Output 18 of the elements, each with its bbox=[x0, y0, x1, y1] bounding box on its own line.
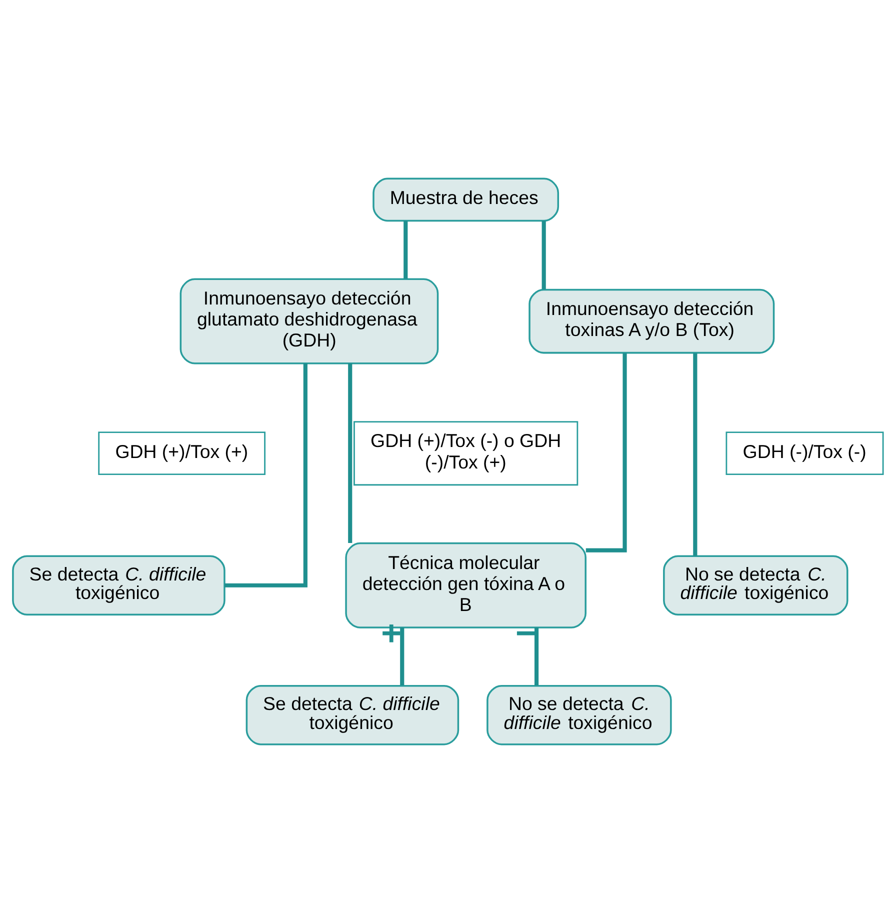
connector bbox=[400, 628, 404, 686]
connector bbox=[404, 220, 408, 279]
node-box: Se detecta C. difficile toxigénico bbox=[246, 685, 460, 746]
connector bbox=[534, 628, 539, 686]
node-box: Se detecta C. difficile toxigénico bbox=[12, 555, 226, 616]
node-box: No se detecta C. difficile toxigénico bbox=[486, 685, 672, 746]
node-box: Inmunoensayo detección glutamato deshidrogenasa (GDH) bbox=[180, 278, 439, 364]
node-box: Muestra de heces bbox=[372, 178, 560, 222]
connector bbox=[224, 363, 308, 588]
connector bbox=[348, 363, 352, 543]
connector bbox=[542, 220, 546, 290]
node-box: No se detecta C. difficile toxigénico bbox=[663, 555, 848, 616]
connector bbox=[693, 353, 698, 556]
node-box: GDH (+)/Tox (+) bbox=[98, 432, 266, 476]
connector bbox=[586, 353, 627, 552]
node-box: GDH (-)/Tox (-) bbox=[726, 432, 884, 476]
node-box: GDH (+)/Tox (-) o GDH (-)/Tox (+) bbox=[354, 421, 578, 486]
node-box: Inmunoensayo detección toxinas A y/o B (Tox) bbox=[528, 288, 775, 354]
